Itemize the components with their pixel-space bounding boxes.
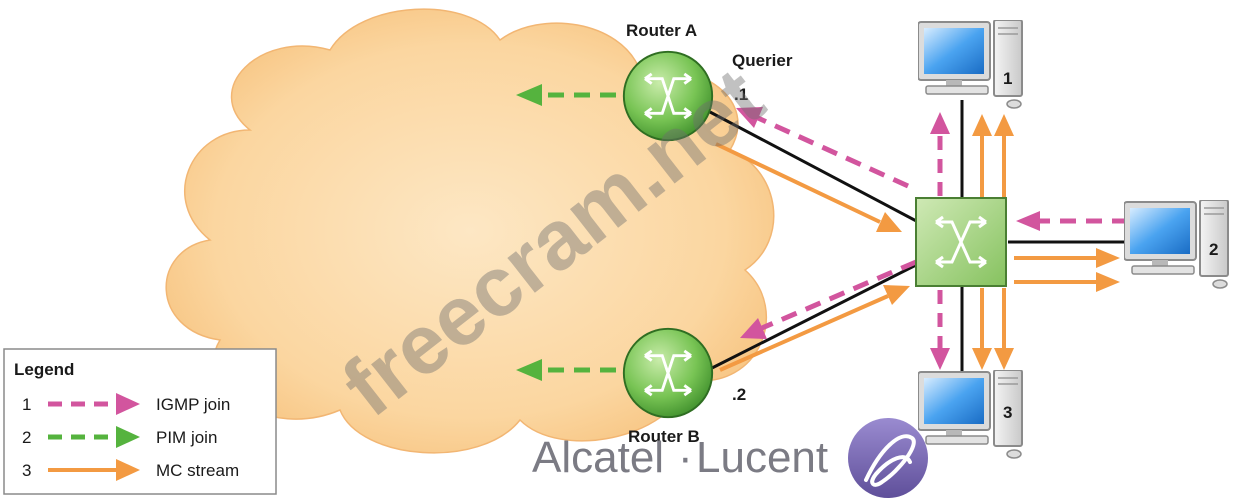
- router-b-address: .2: [732, 385, 746, 404]
- legend-title: Legend: [14, 360, 74, 379]
- mc-stream-arrows: [715, 114, 1120, 372]
- link-routerB-switch: [711, 260, 923, 370]
- legend-item-number: 1: [22, 395, 31, 414]
- router-b-name: Router B: [628, 427, 700, 446]
- legend-item-number: 2: [22, 428, 31, 447]
- legend-item-mc-stream: 3 MC stream: [22, 459, 239, 481]
- host-1[interactable]: 1: [918, 20, 1023, 109]
- host-3[interactable]: 3: [918, 370, 1023, 459]
- brand-left: Alcatel: [532, 433, 664, 482]
- router-b-icon: [622, 327, 714, 419]
- arrow-icon: [116, 393, 140, 415]
- brand-mark-icon: [848, 418, 928, 498]
- brand-dot: ·: [678, 433, 693, 482]
- alcatel-lucent-logo: Alcatel · Lucent: [532, 418, 928, 498]
- host-2-number: 2: [1209, 240, 1218, 259]
- legend-item-label: MC stream: [156, 461, 239, 480]
- legend: Legend 1 IGMP join 2 PIM join 3 MC strea…: [3, 348, 277, 495]
- router-b[interactable]: [622, 327, 714, 419]
- computer-icon: [918, 20, 1023, 109]
- legend-item-number: 3: [22, 461, 31, 480]
- host-3-number: 3: [1003, 403, 1012, 422]
- host-1-number: 1: [1003, 69, 1012, 88]
- arrow-icon: [116, 426, 140, 448]
- legend-item-label: PIM join: [156, 428, 217, 447]
- pim-join-arrows: [516, 84, 616, 381]
- legend-item-igmp: 1 IGMP join: [22, 393, 230, 415]
- router-a-role: Querier: [732, 51, 793, 70]
- links: [709, 100, 1135, 384]
- host-2[interactable]: 2: [1124, 200, 1229, 289]
- legend-item-pim: 2 PIM join: [22, 426, 217, 448]
- legend-item-label: IGMP join: [156, 395, 230, 414]
- arrow-icon: [116, 459, 140, 481]
- switch[interactable]: [915, 197, 1007, 287]
- router-a-name: Router A: [626, 21, 697, 40]
- link-routerA-switch: [709, 110, 923, 226]
- network-cloud: [165, 8, 775, 454]
- brand-right: Lucent: [696, 433, 828, 482]
- igmp-join-arrows: [736, 107, 1128, 370]
- router-a-address: .1: [734, 85, 748, 104]
